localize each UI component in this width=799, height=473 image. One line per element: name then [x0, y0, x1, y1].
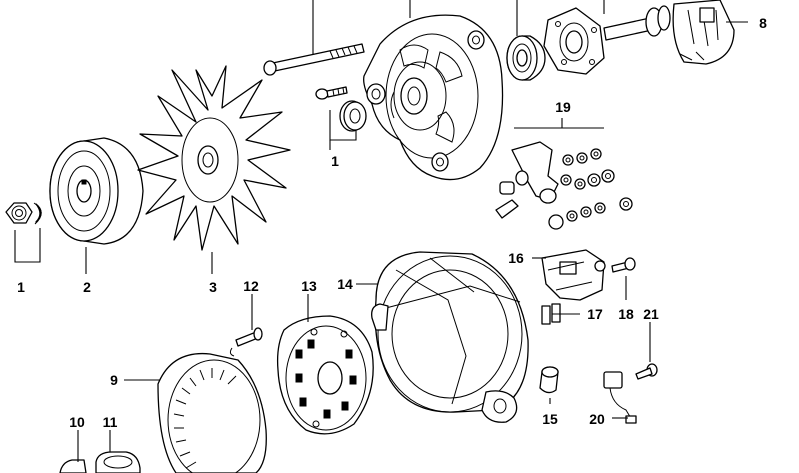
callout-10: 10 [69, 414, 85, 430]
callout-8: 8 [759, 15, 767, 31]
rotor-part [603, 0, 735, 65]
callout-12: 12 [243, 278, 259, 294]
small-parts-kit [495, 141, 633, 230]
slip-ring-part [95, 451, 141, 473]
nut-part [5, 202, 33, 224]
spacer-ring-part [59, 459, 87, 473]
callout-11: 11 [103, 414, 118, 430]
rectifier-screw-part [229, 327, 263, 357]
bearing-part [506, 35, 546, 81]
callout-2: 2 [83, 279, 91, 295]
callout-20: 20 [589, 411, 605, 427]
brush-part [541, 303, 561, 325]
small-screw-part [635, 363, 658, 380]
callout-9: 9 [110, 372, 118, 388]
fan-part [137, 65, 291, 251]
bearing-plate-part [543, 7, 605, 75]
leader-lines [14, 0, 748, 462]
callout-15: 15 [542, 411, 558, 427]
callout-19: 19 [555, 99, 571, 115]
washer-part [33, 202, 42, 225]
screw-part [315, 86, 348, 100]
stator-part [157, 352, 267, 473]
callout-18: 18 [618, 306, 634, 322]
callout-14: 14 [337, 276, 353, 292]
through-bolt-part [263, 43, 365, 76]
callout-17: 17 [587, 306, 603, 322]
callout-16: 16 [508, 250, 524, 266]
bushing-part [339, 100, 367, 132]
sleeve-part [539, 366, 559, 394]
callout-3: 3 [209, 279, 217, 295]
regulator-part [541, 249, 606, 301]
rectifier-part [276, 315, 374, 435]
regulator-screw-part [611, 257, 636, 273]
callout-21: 21 [643, 306, 659, 322]
pulley-part [49, 137, 144, 245]
callout-1-left: 1 [17, 279, 25, 295]
drive-end-housing-part [363, 14, 504, 181]
slip-ring-end-housing-part [371, 251, 529, 423]
callout-13: 13 [301, 278, 317, 294]
callout-1-mid: 1 [331, 153, 339, 169]
capacitor-part [603, 371, 637, 424]
